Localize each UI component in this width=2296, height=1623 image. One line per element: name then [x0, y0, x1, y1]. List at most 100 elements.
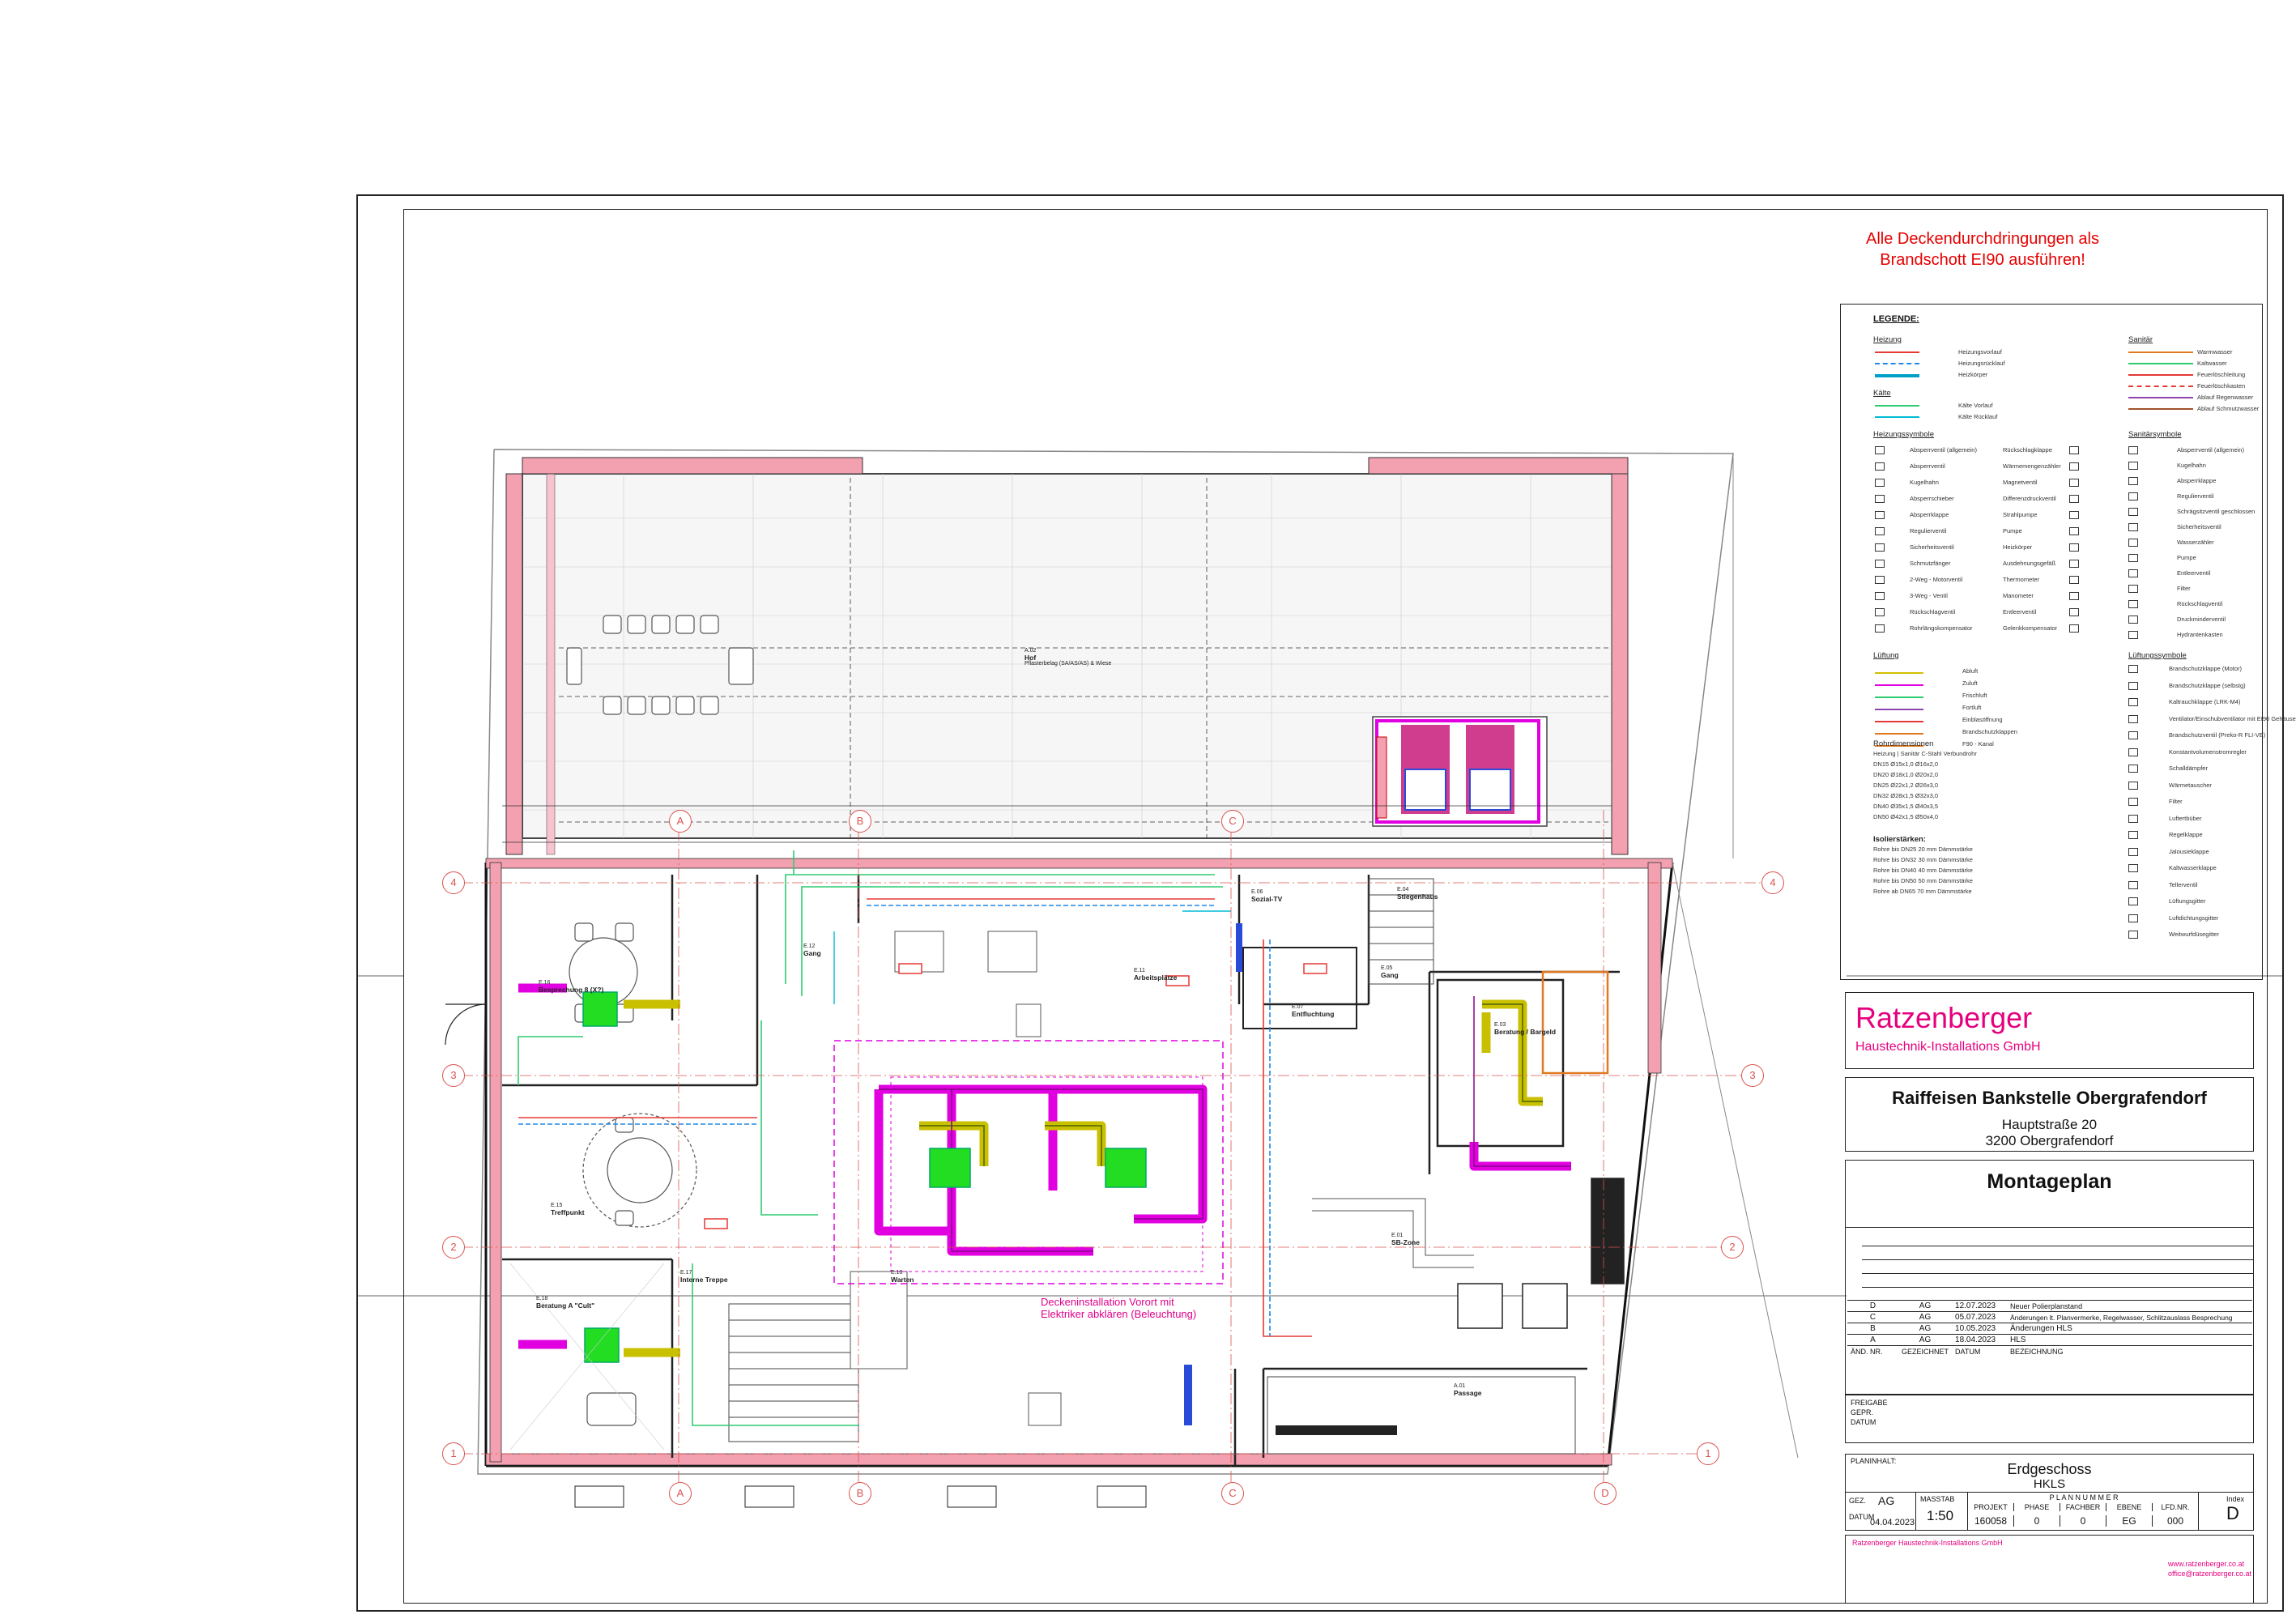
revision-row: B AG 10.05.2023 Änderungen HLS [1847, 1323, 2252, 1335]
legend-item: Rückschlagklappe [2003, 446, 2052, 454]
legend-symbol-icon [2069, 592, 2079, 600]
legend-item: Rückschlagventil [2177, 600, 2223, 607]
legend-symbol-icon [2128, 600, 2138, 608]
legend-item: Konstantvolumenstromregler [2169, 748, 2247, 756]
legend-item: Ventilator/Einschubventilator mit EI90 G… [2169, 714, 2296, 722]
approval-block: FREIGABE GEPR. DATUM [1845, 1395, 2254, 1443]
legend-duct-line [1875, 745, 1923, 747]
legend-symbol-icon [2128, 897, 2138, 905]
approval-date-label: DATUM [1851, 1418, 1876, 1426]
revision-date: 05.07.2023 [1952, 1311, 2008, 1323]
grid-axis-a-bottom: A [669, 1482, 692, 1505]
legend-item: F90 - Kanal [1962, 740, 1994, 748]
grid-axis-b-bottom: B [849, 1482, 871, 1505]
legend-symbol-icon [1875, 462, 1885, 471]
legend-item: 3-Weg - Ventil [1910, 592, 1948, 599]
legend-kaelte-title: Kälte [1873, 389, 1891, 398]
plan-type-block: Montageplan D AG 12.07.2023 Neuer Polier… [1845, 1160, 2254, 1395]
legend-item: Schalldämpfer [2169, 765, 2208, 772]
legend-symbol-icon [2128, 781, 2138, 790]
grid-axis-b-top: B [849, 810, 871, 833]
legend-duct-line [1875, 721, 1923, 722]
legend-sanitaer-item: Ablauf Schmutzwasser [2197, 405, 2260, 412]
legend-symbol-icon [2128, 462, 2138, 470]
legend-item: Filter [2169, 798, 2183, 805]
room-name: Warten [891, 1276, 914, 1284]
room-name: Arbeitsplätze [1134, 973, 1178, 982]
legend-kaelte-item: Kälte Rücklauf [1958, 413, 1998, 420]
legend-symbol-icon [2069, 543, 2079, 552]
legend-item: Brandschutzklappe (Motor) [2169, 665, 2243, 672]
project-street: Hauptstraße 20 [2001, 1117, 2098, 1132]
legend-symbol-icon [1875, 624, 1885, 633]
plan-col-header: FACHBER [2060, 1503, 2106, 1511]
legend-radiator-line [1875, 374, 1919, 377]
legend-lueftungssymbole-title: Lüftungssymbole [2128, 651, 2187, 660]
legend-item: DN15 Ø15x1,0 Ø16x2,0 [1873, 760, 1939, 768]
revision-header: GEZEICHNET [1898, 1345, 1953, 1357]
room-label-gang-e12: E.12 Gang [803, 944, 821, 956]
legend-kaelte-item: Kälte Vorlauf [1958, 402, 1993, 409]
grid-axis-4-left: 4 [442, 871, 465, 894]
room-name: Entfluchtung [1292, 1010, 1335, 1018]
legend-item: Pumpe [2003, 527, 2022, 535]
legend-item: DN32 Ø28x1,5 Ø32x3,0 [1873, 792, 1939, 799]
scale-label: MASSTAB [1920, 1495, 1955, 1503]
legend-item: Rohre ab DN65 70 mm Dämmstärke [1873, 888, 1972, 895]
legend-symbol-icon [2128, 814, 2138, 823]
legend-symbol-icon [2128, 446, 2138, 454]
legend-item: Sicherheitsventil [1910, 543, 1954, 551]
plan-col-value: 000 [2152, 1515, 2198, 1527]
legend-rohrdimensionen-header: Heizung | Sanitär C-Stahl Verbundrohr [1873, 750, 1977, 757]
room-label-beratung-a: E.18 Beratung A "Cult" [536, 1296, 594, 1309]
legend-symbol-icon [2069, 479, 2079, 487]
room-label-arbeitsplaetze: E.11 Arbeitsplätze [1134, 968, 1177, 981]
scale: 1:50 [1927, 1508, 1954, 1523]
revision-header: BEZEICHNUNG [2007, 1345, 2252, 1357]
revision-description: HLS [2007, 1334, 2252, 1346]
project-city: 3200 Obergrafendorf [1985, 1133, 2114, 1148]
legend-lueftung-title: Lüftung [1873, 651, 1899, 660]
grid-axis-2-right: 2 [1721, 1236, 1744, 1259]
legend-symbol-icon [2069, 608, 2079, 616]
revision-header: ÄND. NR. [1847, 1345, 1898, 1357]
legend-item: Rückschlagventil [1910, 608, 1956, 616]
room-label-passage: A.01 Passage [1454, 1383, 1482, 1396]
drawn-by: AG [1878, 1494, 1895, 1507]
room-code: E.18 [536, 1296, 548, 1301]
legend-symbol-icon [2128, 798, 2138, 806]
legend-symbol-icon [2069, 511, 2079, 519]
room-code: E.07 [1292, 1004, 1304, 1010]
revision-empty-line [1862, 1273, 2253, 1274]
legend-symbol-icon [1875, 560, 1885, 568]
legend-item: Ausdehnungsgefäß [2003, 560, 2056, 567]
legend-sanitaer-title: Sanitär [2128, 335, 2153, 344]
room-label-treffpunkt: E.15 Treffpunkt [551, 1203, 585, 1216]
room-code: E.10 [891, 1270, 903, 1276]
legend-item: DN25 Ø22x1,2 Ø26x3,0 [1873, 782, 1939, 789]
plan-content-divider [1846, 1492, 2253, 1493]
legend-item: DN20 Ø18x1,0 Ø20x2,0 [1873, 771, 1939, 778]
legend-item: Rohre bis DN25 20 mm Dämmstärke [1873, 846, 1973, 853]
plan-type-divider [1846, 1227, 2253, 1228]
approval-label: FREIGABE [1851, 1399, 1888, 1407]
room-name: Treffpunkt [551, 1208, 585, 1216]
legend-symbol-icon [2128, 831, 2138, 839]
legend-heizung-item: Heizungsvorlauf [1958, 348, 2002, 356]
plan-col-value: 0 [2013, 1515, 2060, 1527]
legend-cooling-return-line [1875, 416, 1919, 418]
drawn-by-label: GEZ. [1849, 1497, 1867, 1505]
legend-item: Rohre bis DN50 50 mm Dämmstärke [1873, 877, 1973, 884]
room-detail: Pflasterbelag (SA/AS/AS) & Wiese [1024, 661, 1112, 667]
grid-axis-4-right: 4 [1761, 871, 1784, 894]
legend-item: Filter [2177, 585, 2191, 592]
legend-item: Schmutzfänger [1910, 560, 1951, 567]
room-label-besprechung: E.16 Besprechung 8 (X?) [539, 980, 603, 993]
plan-col-header: PROJEKT [1967, 1503, 2013, 1511]
plan-col-value: 160058 [1967, 1515, 2013, 1527]
date-label: DATUM [1849, 1513, 1875, 1521]
grid-axis-c-bottom: C [1221, 1482, 1244, 1505]
revision-index: A [1847, 1334, 1898, 1346]
revision-row: D AG 12.07.2023 Neuer Polierplanstand [1847, 1300, 2252, 1312]
legend-heizung-item: Heizungsrücklauf [1958, 360, 2005, 367]
